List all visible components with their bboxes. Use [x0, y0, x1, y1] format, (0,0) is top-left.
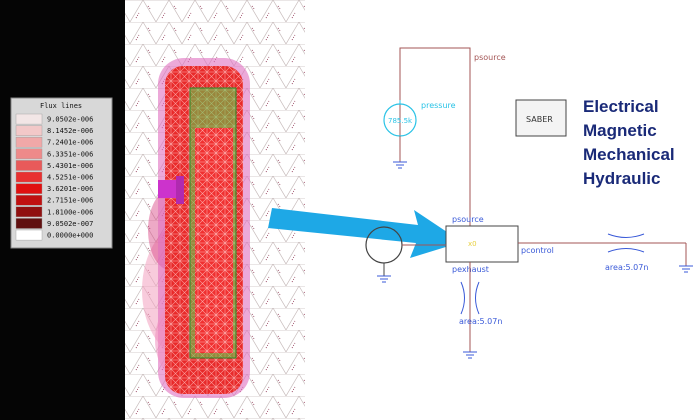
flux-legend-swatch: [15, 160, 43, 171]
coupling-arrow: [268, 208, 462, 258]
coupling-arrow-shape: [268, 208, 462, 258]
flux-legend-value: 9.0502e-006: [47, 116, 93, 124]
ground-icon: [679, 265, 693, 273]
pressure-value: 785.5k: [388, 117, 413, 125]
schematic: psource 785.5k pressure SABER psource pe…: [365, 47, 693, 359]
flux-legend-swatch: [15, 125, 43, 136]
pressure-label: pressure: [421, 101, 456, 110]
flux-legend-swatch: [15, 229, 43, 241]
flux-legend-value: 9.0502e-007: [47, 220, 93, 228]
supply-wire: [399, 47, 471, 226]
domain-magnetic: Magnetic: [583, 121, 657, 140]
block-marker: x0: [468, 240, 477, 248]
saber-box: [515, 99, 567, 137]
psource-top-label: psource: [474, 53, 506, 62]
flux-legend-swatch: [15, 183, 43, 194]
armature-stem: [176, 176, 184, 204]
domain-hydraulic: Hydraulic: [583, 169, 660, 188]
flux-legend-value: 0.0000e+000: [47, 232, 93, 240]
domain-mechanical: Mechanical: [583, 145, 675, 164]
flux-legend-swatch: [15, 136, 43, 148]
flux-legend-value: 4.5251e-006: [47, 174, 93, 182]
orifice-bottom: [460, 281, 480, 315]
flux-legend-value: 6.3351e-006: [47, 150, 93, 158]
ground-icon: [463, 351, 477, 359]
flux-legend: Flux lines 9.0502e-006 8.1452e-006 7.2401e…: [10, 97, 113, 249]
ground-icon: [377, 275, 391, 283]
domain-electrical: Electrical: [583, 97, 659, 116]
flux-legend-swatch: [15, 194, 43, 206]
block-psource-label: psource: [452, 215, 484, 224]
saber-label: SABER: [526, 115, 553, 124]
flux-legend-value: 2.7151e-006: [47, 197, 93, 205]
flux-legend-rows: 9.0502e-006 8.1452e-006 7.2401e-006 6.3351e…: [15, 113, 93, 241]
flux-legend-value: 3.6201e-006: [47, 185, 93, 193]
flux-legend-value: 8.1452e-006: [47, 127, 93, 135]
flux-legend-swatch: [15, 113, 43, 125]
coil-border: [189, 87, 237, 359]
flux-legend-title: Flux lines: [40, 102, 82, 110]
flux-legend-swatch: [15, 171, 43, 183]
area-right-label: area:5.07n: [605, 263, 648, 272]
flux-legend-value: 5.4301e-006: [47, 162, 93, 170]
flux-legend-swatch: [15, 148, 43, 160]
pcontrol-label: pcontrol: [521, 246, 554, 255]
area-bottom-label: area:5.07n: [459, 317, 502, 326]
flux-legend-swatch: [15, 206, 43, 218]
flux-legend-swatch: [15, 218, 43, 229]
orifice-right: [607, 233, 645, 253]
flux-legend-value: 1.8100e-006: [47, 208, 93, 216]
ground-icon: [393, 161, 407, 169]
coil-inner-mesh: [195, 128, 233, 353]
domain-list: Electrical Magnetic Mechanical Hydraulic: [583, 97, 675, 188]
flux-legend-value: 7.2401e-006: [47, 139, 93, 147]
valve-block: [445, 225, 519, 263]
armature-tab: [158, 180, 178, 198]
